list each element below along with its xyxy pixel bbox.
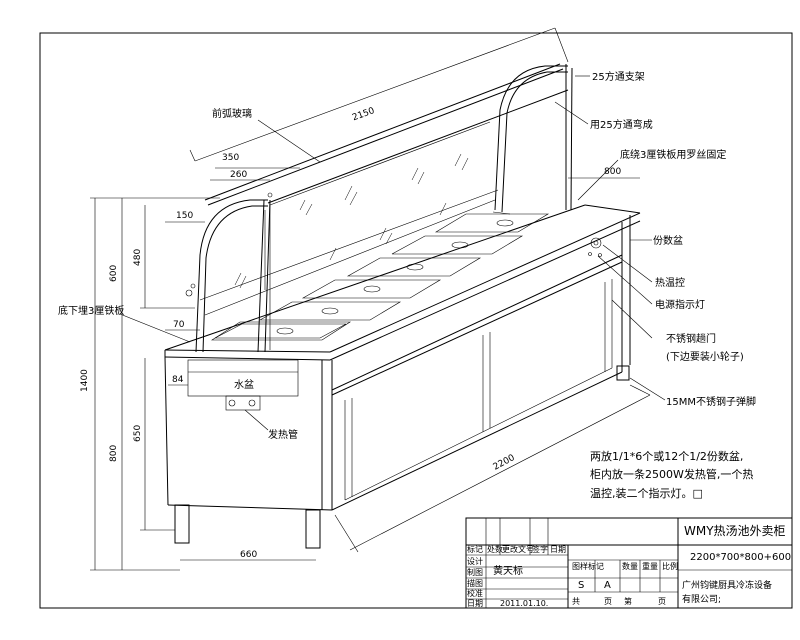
tb-left-label-5: 日期: [467, 599, 483, 608]
dim-84-label: 84: [172, 375, 184, 385]
tb-company-1: 广州钧键厨具冷冻设备: [682, 579, 772, 591]
dim-650-label: 650: [133, 425, 143, 442]
tb-row-label-2: 处数: [487, 544, 503, 554]
tb-row-label-3: 更改文号: [502, 544, 534, 554]
dim-800-label: 800: [109, 445, 119, 462]
dim-660-label: 660: [240, 550, 257, 560]
notes: 两放1/1*6个或12个1/2份数盆, 柜内放一条2500W发热管,一个热 温控…: [590, 449, 753, 500]
callout-support: 25方通支架: [592, 70, 645, 83]
tb-left-label-2: 制图: [467, 567, 483, 577]
dim-2200-label: 2200: [492, 453, 517, 473]
tb-company-2: 有限公司;: [682, 593, 721, 605]
callouts: 25方通支架 用25方通弯成 前弧玻璃 底绕3厘铁板用罗丝固定 份数盆 热温控 …: [58, 70, 756, 441]
cabinet-body: [164, 215, 631, 549]
note-line-3: 温控,装二个指示灯。□: [590, 486, 703, 500]
tb-sheet-word-2: 页: [658, 597, 666, 606]
callout-bend: 用25方通弯成: [590, 118, 653, 131]
dim-2150-label: 2150: [351, 106, 376, 123]
tb-sheet-total: 共: [572, 597, 580, 606]
tb-left-label-3: 描图: [467, 578, 483, 588]
callout-power-light: 电源指示灯: [655, 298, 705, 311]
tb-row-label-1: 标记: [467, 544, 483, 554]
tb-designer: 黄天标: [493, 564, 523, 577]
tb-row-label-5: 日期: [550, 545, 566, 554]
note-line-2: 柜内放一条2500W发热管,一个热: [590, 467, 753, 481]
dim-2150: 2150: [189, 27, 569, 162]
sheet-border: [39, 32, 793, 609]
dim-70-label: 70: [173, 320, 185, 330]
dim-1400-label: 1400: [80, 369, 90, 392]
counter-top: [164, 204, 641, 361]
dim-480-label: 480: [133, 249, 143, 266]
callout-water-basin: 水盆: [234, 378, 254, 391]
callout-embedded-plate: 底下埋3厘铁板: [58, 304, 124, 317]
dim-600-label: 600: [109, 265, 119, 282]
tb-sheet-word-1: 页: [604, 597, 612, 606]
tb-weight-label: 重量: [642, 561, 658, 571]
glass-canopy: [185, 63, 573, 353]
tb-left-label-1: 设计: [467, 556, 483, 566]
dim-350-label: 350: [222, 153, 239, 163]
dim-800-top-label: 800: [604, 167, 621, 177]
callout-wheels: (下边要装小轮子): [666, 350, 744, 363]
callout-bottom-plate: 底绕3厘铁板用罗丝固定: [620, 148, 726, 161]
title-block: 标记 处数 更改文号 签字 日期 设计 制图 描图 校准 日期 黄天标 2011…: [465, 517, 793, 609]
callout-heating-tube: 发热管: [268, 428, 298, 441]
tb-stage-label: 图样标记: [572, 561, 604, 571]
tb-row-label-4: 签字: [532, 544, 548, 554]
tb-product-name: WMY热汤池外卖柜: [684, 524, 786, 538]
callout-sliding-door: 不锈钢趟门: [666, 332, 716, 345]
tb-stage-a: A: [604, 580, 611, 591]
callout-pans: 份数盆: [653, 234, 683, 247]
tb-stage-s: S: [578, 580, 584, 591]
callout-thermostat: 热温控: [655, 276, 685, 289]
callout-glass: 前弧玻璃: [212, 107, 252, 120]
dim-150-label: 150: [176, 211, 193, 221]
tb-date: 2011.01.10.: [500, 599, 548, 608]
callout-legs: 15MM不锈钢子弹脚: [666, 395, 756, 408]
dim-260-label: 260: [230, 170, 247, 180]
tb-size-spec: 2200*700*800+600: [690, 552, 791, 563]
tb-scale-label: 比例: [662, 561, 678, 571]
tb-qty-label: 数量: [622, 561, 638, 571]
pan-row: [210, 211, 550, 341]
tb-left-label-4: 校准: [467, 588, 483, 598]
note-line-1: 两放1/1*6个或12个1/2份数盆,: [590, 449, 743, 463]
tb-sheet-no: 第: [624, 596, 632, 606]
